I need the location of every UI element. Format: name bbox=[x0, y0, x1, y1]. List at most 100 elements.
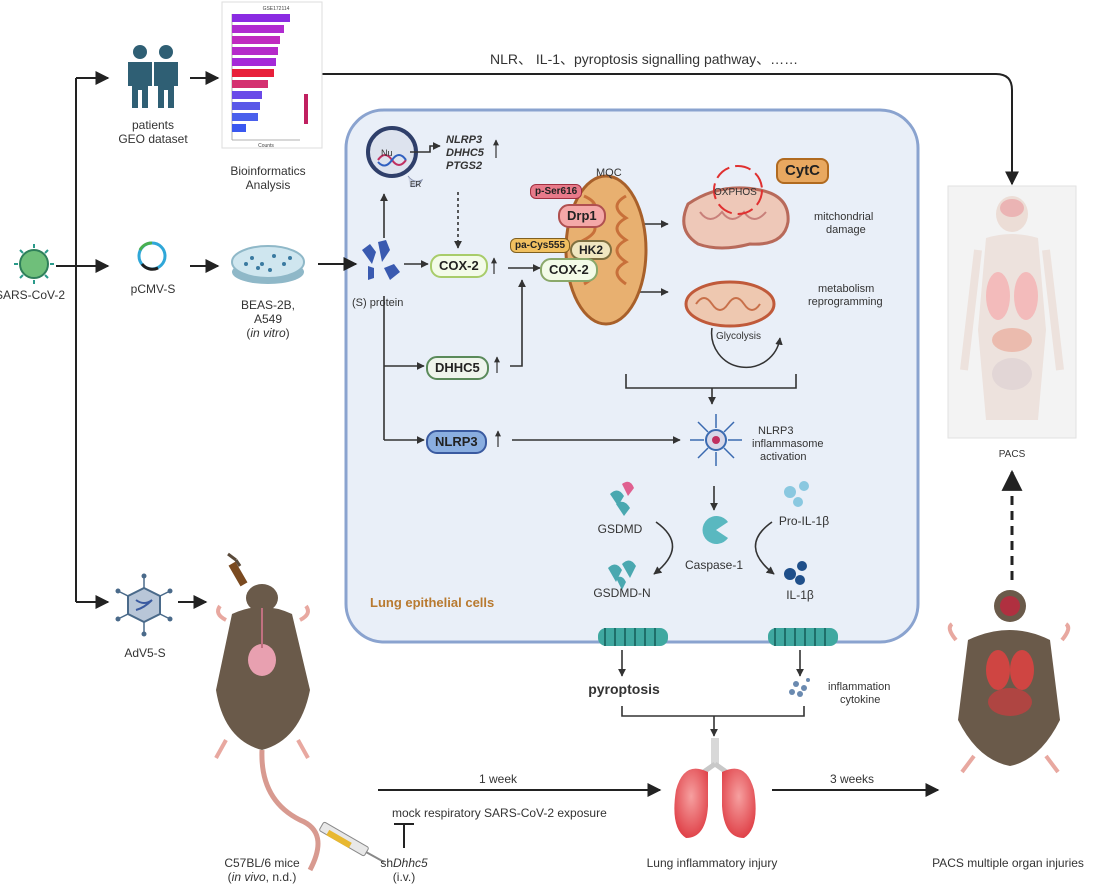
spike-protein-icon bbox=[362, 240, 400, 280]
petri-dish-icon bbox=[231, 245, 305, 284]
mock-exposure-label: mock respiratory SARS-CoV-2 exposure bbox=[392, 806, 607, 820]
bio-bar bbox=[232, 69, 274, 77]
in-vitro-text: in vitro bbox=[250, 326, 286, 340]
cytokine-label-1: inflammation bbox=[828, 681, 891, 693]
adenovirus-icon bbox=[115, 573, 173, 637]
in-vivo-label: (in vivo, n.d.) bbox=[227, 870, 297, 884]
p-ser616-tag: p-Ser616 bbox=[530, 184, 583, 199]
drp1-pill: Drp1 bbox=[558, 204, 606, 228]
lung-injury-label: Lung inflammatory injury bbox=[646, 856, 778, 870]
bioinformatics-label-1: Bioinformatics bbox=[230, 164, 306, 178]
il-1b-label: IL-1β bbox=[786, 588, 814, 602]
cell-lines-label-2: A549 bbox=[253, 312, 283, 326]
pcmv-s-label: pCMV-S bbox=[130, 282, 176, 296]
sars-cov-2-label: SARS-CoV-2 bbox=[0, 288, 66, 302]
pyroptosis-label: pyroptosis bbox=[588, 681, 660, 697]
gene-dhhc5: DHHC5 bbox=[446, 147, 484, 159]
three-weeks-label: 3 weeks bbox=[829, 772, 875, 786]
metabolism-label-1: metabolism bbox=[818, 283, 875, 295]
nucleus-icon bbox=[366, 126, 424, 187]
pro-il-1b-icon bbox=[784, 481, 809, 507]
membrane-receptor-right bbox=[768, 628, 838, 646]
mito-damage-label-2: damage bbox=[826, 224, 866, 236]
damaged-mitochondrion-icon bbox=[682, 165, 790, 250]
iv-label: (i.v.) bbox=[392, 870, 416, 884]
nlrp3-pill: NLRP3 bbox=[426, 430, 487, 454]
bioinformatics-chart: GSE172114 Counts bbox=[221, 1, 323, 149]
gsdmd-label: GSDMD bbox=[597, 522, 643, 536]
bio-bar bbox=[232, 80, 268, 88]
bottom-arrows bbox=[378, 783, 940, 848]
bio-bar bbox=[232, 124, 246, 132]
human-body-icon bbox=[947, 185, 1077, 439]
left-branch-lines bbox=[56, 71, 358, 609]
inflammasome-label-2: inflammasome bbox=[752, 438, 824, 450]
dhhc5-pill: DHHC5 bbox=[426, 356, 489, 380]
nucleus-label: Nu bbox=[381, 148, 393, 158]
sh-prefix: sh bbox=[380, 856, 393, 870]
pacs-label: PACS bbox=[998, 449, 1026, 460]
bio-bar bbox=[232, 102, 260, 110]
patients-label: patients bbox=[131, 118, 175, 132]
top-pathway-label: NLR、 IL-1、pyroptosis signalling pathway、… bbox=[490, 51, 799, 67]
bio-bar bbox=[232, 36, 280, 44]
lung-epithelial-cells-label: Lung epithelial cells bbox=[370, 595, 495, 610]
oxphos-label: OXPHOS bbox=[714, 187, 757, 198]
cytokine-label-2: cytokine bbox=[840, 694, 881, 706]
adv5-s-label: AdV5-S bbox=[124, 646, 166, 660]
s-protein-label: (S) protein bbox=[352, 297, 404, 309]
bio-bar bbox=[232, 91, 262, 99]
virus-icon bbox=[14, 244, 54, 284]
sh-dhhc5-label: shDhhc5 bbox=[380, 856, 427, 870]
syringe-icon bbox=[319, 821, 385, 863]
gene-nlrp3: NLRP3 bbox=[446, 134, 483, 146]
il-1b-icon bbox=[784, 561, 807, 585]
patients-icon bbox=[128, 45, 178, 108]
mouse-right-icon bbox=[947, 590, 1071, 774]
pacs-multiple-label: PACS multiple organ injuries bbox=[932, 856, 1084, 870]
er-label: ER bbox=[410, 180, 422, 189]
top-pathway-arrow bbox=[322, 73, 1019, 186]
bio-bar bbox=[232, 47, 278, 55]
inflammasome-label-1: NLRP3 bbox=[758, 425, 794, 437]
membrane-receptor-left bbox=[598, 628, 668, 646]
cox-2-mito-pill: COX-2 bbox=[540, 258, 598, 282]
cell-lines-label: BEAS-2B, bbox=[240, 298, 296, 312]
cell-arrows bbox=[380, 142, 805, 737]
plasmid-icon bbox=[137, 241, 167, 271]
bio-chart-xlabel: Counts bbox=[258, 143, 274, 149]
bioinformatics-label-2: Analysis bbox=[245, 178, 291, 192]
gsdmd-icon bbox=[610, 481, 634, 516]
lungs-icon bbox=[674, 738, 756, 838]
nd-text: , n.d.) bbox=[265, 870, 297, 884]
c57-mice-label: C57BL/6 mice bbox=[224, 856, 300, 870]
bio-chart-title: GSE172114 bbox=[263, 6, 290, 12]
in-vitro-label: (in vitro) bbox=[246, 326, 290, 340]
in-vivo-text: in vivo bbox=[231, 870, 266, 884]
dhhc5-gene-text: Dhhc5 bbox=[393, 856, 428, 870]
hk2-pill: HK2 bbox=[570, 240, 613, 260]
cytc-pill: CytC bbox=[776, 158, 830, 184]
glycolysis-label: Glycolysis bbox=[716, 331, 762, 342]
mouse-left-icon bbox=[214, 552, 321, 872]
gsdmd-n-icon bbox=[608, 560, 636, 590]
mito-damage-label-1: mitchondrial bbox=[814, 211, 874, 223]
caspase-1-icon bbox=[702, 516, 728, 545]
pro-il-1b-label: Pro-IL-1β bbox=[778, 514, 830, 528]
geo-dataset-label: GEO dataset bbox=[118, 132, 188, 146]
caspase-1-label: Caspase-1 bbox=[684, 558, 744, 572]
cytokine-icon bbox=[789, 678, 810, 697]
one-week-label: 1 week bbox=[478, 772, 518, 786]
bio-bar bbox=[232, 58, 276, 66]
inflammasome-icon bbox=[690, 414, 742, 466]
glycolysis-mitochondrion-icon bbox=[684, 280, 783, 369]
mqc-label: MQC bbox=[596, 167, 622, 179]
inflammasome-label-3: activation bbox=[760, 451, 807, 463]
pa-cys555-tag: pa-Cys555 bbox=[510, 238, 571, 253]
metabolism-label-2: reprogramming bbox=[808, 296, 883, 308]
cox-2-pill: COX-2 bbox=[430, 254, 488, 278]
gene-ptgs2: PTGS2 bbox=[446, 160, 483, 172]
bio-bar bbox=[232, 14, 290, 22]
gsdmd-n-label: GSDMD-N bbox=[593, 586, 651, 600]
